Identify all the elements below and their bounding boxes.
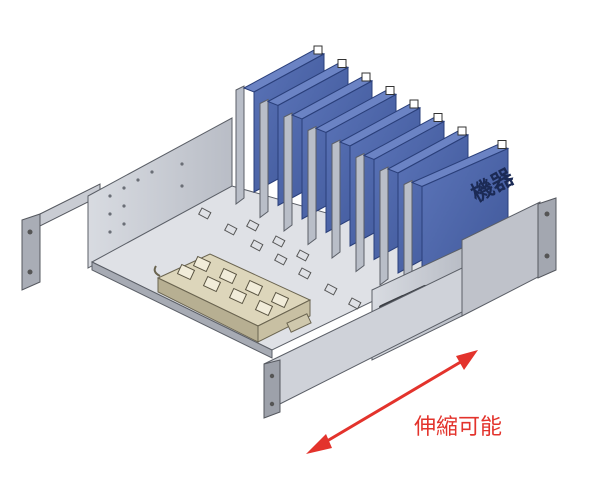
- power-cord: [153, 265, 161, 277]
- outlet-socket: [228, 287, 248, 305]
- power-plug: [286, 313, 312, 333]
- device-tag: [385, 86, 395, 95]
- outlet-socket: [244, 279, 264, 297]
- device-tag: [457, 126, 467, 136]
- divider-plate: [379, 166, 389, 286]
- divider-plate: [331, 139, 341, 259]
- adjust-arrow: [306, 350, 478, 454]
- left-side-panel: [87, 117, 233, 269]
- device-tag: [497, 140, 507, 149]
- device-tag: [313, 45, 323, 55]
- divider-plate: [283, 112, 293, 232]
- front-rail: [263, 267, 463, 419]
- outlet-array: [176, 255, 290, 317]
- device-stack: [235, 45, 510, 310]
- outlet-socket: [254, 299, 274, 317]
- divider-plate: [259, 98, 269, 219]
- outlet-socket: [192, 255, 212, 273]
- left-rack-ear: [21, 183, 101, 291]
- arrow-head-left: [306, 434, 332, 454]
- side-panel-holes: [108, 162, 184, 234]
- adjustable-caption: 伸縮可能: [414, 415, 502, 440]
- divider-plate: [235, 85, 245, 205]
- power-strip: [153, 253, 312, 343]
- outlet-socket: [270, 291, 290, 309]
- outlet-socket: [202, 275, 222, 293]
- device-tag: [361, 72, 371, 82]
- base-slot-marks: [198, 207, 362, 310]
- right-rack-ear: [461, 197, 557, 317]
- device-tag: [433, 113, 443, 122]
- outlet-socket: [218, 267, 238, 285]
- device-tag: [337, 59, 347, 68]
- arrow-head-right: [456, 350, 478, 370]
- divider-plate: [355, 152, 365, 273]
- divider-plate: [307, 125, 317, 246]
- device-tag: [409, 99, 419, 109]
- outlet-socket: [176, 263, 196, 281]
